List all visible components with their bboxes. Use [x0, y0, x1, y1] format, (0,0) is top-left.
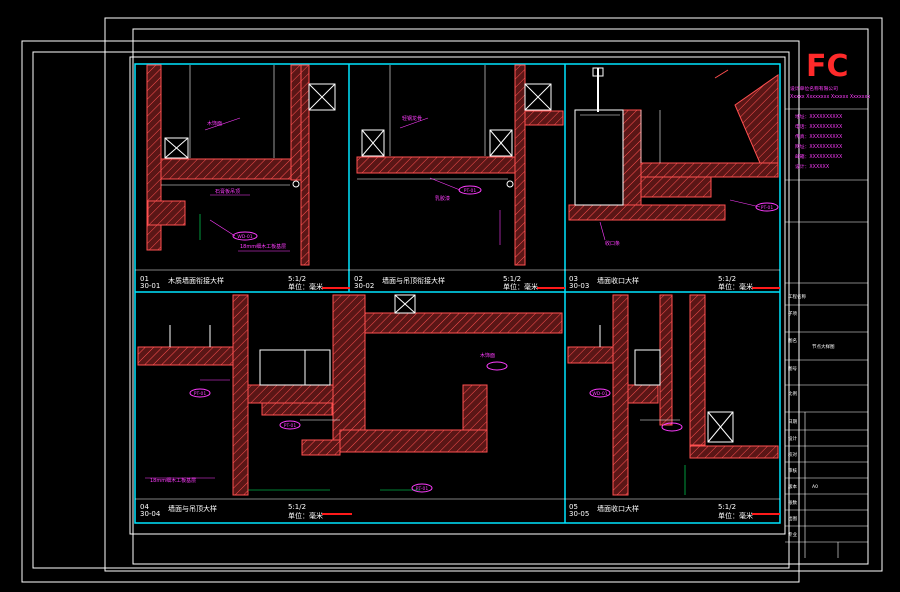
row-label-5: 比例: [788, 390, 797, 397]
row-label-8: 校对: [788, 451, 797, 458]
tag-6: PT-01: [416, 486, 429, 492]
title-block: [785, 108, 868, 558]
info-line-4: 网址：XXXXXXXXXX: [795, 143, 843, 150]
tag-1: WD-01: [237, 234, 252, 240]
row-label-12: 出图: [788, 515, 797, 522]
note-2: 石膏板吊顶: [215, 188, 240, 195]
detail-01-title: 木质墙面衔接大样: [168, 276, 224, 285]
note-7: 木饰面: [480, 352, 495, 359]
detail-02-title: 墙面与吊顶衔接大样: [382, 276, 445, 285]
row-label-13: 专业: [788, 531, 797, 538]
detail-02-num: 02: [354, 275, 363, 283]
tag-5: PT-01: [284, 423, 297, 429]
sheet-frames: [21, 17, 883, 583]
tag-7: WD-01: [592, 391, 607, 397]
row-label-1: 工程名称: [788, 293, 806, 300]
detail-05-drawing: [567, 294, 779, 496]
detail-03-drawing: [568, 67, 779, 241]
detail-03-sheet: 30-03: [569, 282, 589, 290]
note-5: 乳胶漆: [435, 195, 450, 202]
detail-01-unit: 单位：毫米: [288, 282, 323, 291]
detail-04-drawing: [137, 294, 563, 496]
detail-01-num: 01: [140, 275, 149, 283]
note-3: 18mm细木工板基层: [240, 243, 286, 250]
row-label-6: 日期: [788, 419, 797, 425]
detail-05-title: 墙面收口大样: [597, 504, 639, 513]
detail-04-unit: 单位：毫米: [288, 511, 323, 520]
note-6: 收口条: [605, 240, 620, 247]
detail-05-scale: 5:1/2: [718, 503, 736, 511]
row-label-11: 张数: [788, 499, 797, 506]
company-logo: FC: [806, 49, 849, 84]
note-8: 18mm细木工板基层: [150, 477, 196, 484]
detail-01-drawing: [146, 64, 336, 266]
row-label-7: 设计: [788, 435, 797, 442]
detail-04-scale: 5:1/2: [288, 503, 306, 511]
tag-3: PT-01: [761, 205, 774, 211]
detail-03-title: 墙面收口大样: [597, 276, 639, 285]
row-label-4: 图号: [788, 366, 797, 372]
detail-02-sheet: 30-02: [354, 282, 374, 290]
row-label-10: 版本: [788, 483, 797, 490]
detail-02-unit: 单位：毫米: [503, 282, 538, 291]
detail-05-num: 05: [569, 503, 578, 511]
tag-4: PT-01: [194, 391, 207, 397]
detail-03-num: 03: [569, 275, 578, 283]
detail-03-scale: 5:1/2: [718, 275, 736, 283]
detail-01-scale: 5:1/2: [288, 275, 306, 283]
detail-04-title: 墙面与吊顶大样: [168, 504, 217, 513]
info-line-6: 设计：XXXXXX: [795, 163, 830, 170]
detail-05-sheet: 30-05: [569, 510, 589, 518]
note-1: 木饰面: [207, 120, 222, 127]
detail-01-sheet: 30-01: [140, 282, 160, 290]
detail-03-unit: 单位：毫米: [718, 282, 753, 291]
material-tags: WD-01 PT-01 PT-01 PT-01 PT-01 PT-01 WD-0…: [194, 188, 774, 492]
row-value-10: A0: [812, 484, 818, 490]
title-block-rows: 工程名称 子项 图名 节点大样图 图号 比例 日期 设计 校对 审核 版本 A0…: [788, 293, 835, 538]
row-label-2: 子项: [788, 310, 797, 317]
detail-04-sheet: 30-04: [140, 510, 161, 518]
row-label-9: 审核: [788, 467, 797, 474]
logo-letters: FC: [806, 49, 849, 84]
company-name-cn: 设计单位名称有限公司: [790, 85, 838, 92]
row-value-3: 节点大样图: [812, 343, 835, 350]
row-label-3: 图名: [788, 337, 797, 344]
note-4: 轻钢龙骨: [402, 115, 422, 122]
company-name-en: Xxxxx Xxxxxxxx Xxxxxx Xxxxxxx: [790, 94, 870, 100]
company-info: 设计单位名称有限公司 Xxxxx Xxxxxxxx Xxxxxx Xxxxxxx…: [790, 85, 870, 170]
annotation-notes: 木饰面 石膏板吊顶 18mm细木工板基层 轻钢龙骨 乳胶漆 收口条 木饰面 18…: [150, 115, 620, 484]
detail-04-num: 04: [140, 503, 149, 511]
info-line-5: 邮箱：XXXXXXXXXX: [795, 153, 843, 160]
info-line-1: 地址：XXXXXXXXXX: [795, 113, 843, 120]
tag-2: PT-01: [464, 188, 477, 194]
title-bars: [135, 269, 780, 500]
detail-05-unit: 单位：毫米: [718, 511, 753, 520]
info-line-2: 电话：XXXXXXXXXX: [795, 123, 843, 130]
detail-02-drawing: [356, 64, 564, 266]
title-red-underlines: [322, 287, 780, 515]
detail-titles: 01 30-01 木质墙面衔接大样 5:1/2 单位：毫米 02 30-02 墙…: [140, 275, 753, 520]
info-line-3: 传真：XXXXXXXXXX: [795, 133, 843, 140]
viewport-grid: [134, 63, 781, 524]
detail-02-scale: 5:1/2: [503, 275, 521, 283]
